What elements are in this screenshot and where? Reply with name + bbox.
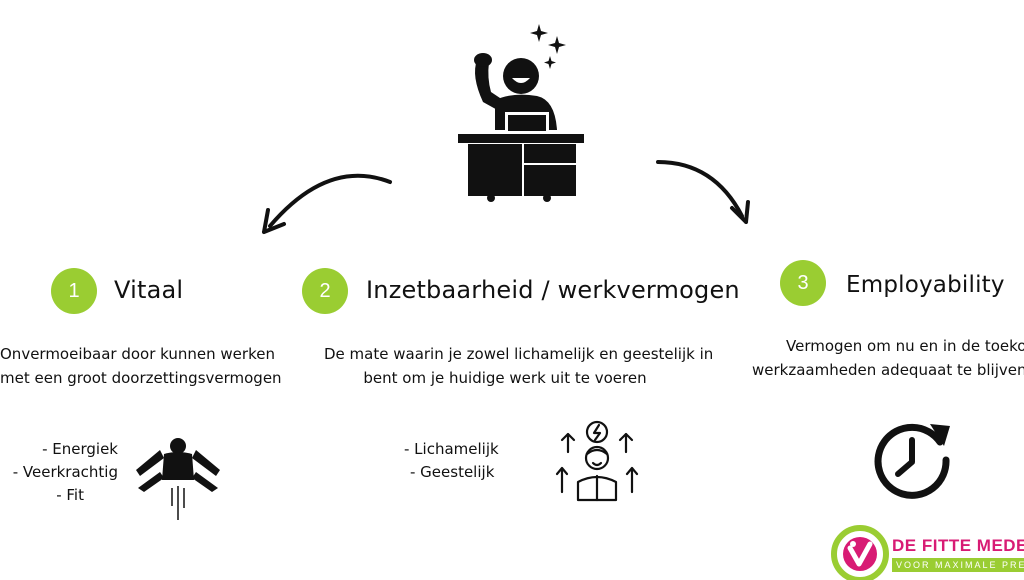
arrow-left-icon [262,173,392,234]
step-description-3-line1: Vermogen om nu en in de toekoms [786,337,1024,355]
list-item: - Lichamelijk [404,440,499,458]
bullet-list-vitaal: - Energiek - Veerkrachtig - Fit [0,438,118,507]
list-item: - Fit [56,486,84,504]
clock-refresh-icon [874,423,950,499]
list-item: - Geestelijk [410,463,495,481]
step-description-1-line2: met een groot doorzettingsvermogen [0,369,282,387]
step-number-2: 2 [302,268,348,314]
mental-physical-growth-icon [555,420,639,502]
logo-icon [831,525,889,580]
step-description-3-line2: werkzaamheden adequaat te blijven ver [752,361,1024,379]
step-description-2-line2: bent om je huidige werk uit te voeren [363,369,647,387]
step-number-3: 3 [780,260,826,306]
arrow-right-icon [656,160,750,224]
list-item: - Energiek [42,440,118,458]
bullet-list-inzetbaarheid: - Lichamelijk - Geestelijk [404,438,499,484]
step-number-1: 1 [51,268,97,314]
step-title-employability: Employability [846,272,1005,298]
jumping-person-icon [136,438,220,520]
person-at-desk-icon [458,24,584,202]
list-item: - Veerkrachtig [12,463,118,481]
step-description-2-line1: De mate waarin je zowel lichamelijk en g… [324,345,714,363]
step-title-inzetbaarheid: Inzetbaarheid / werkvermogen [366,276,740,304]
logo-tagline: VOOR MAXIMALE PRESTI [892,558,1024,572]
logo-name: DE FITTE MEDEWER [892,536,1024,555]
step-description-1-line1: Onvermoeibaar door kunnen werken [0,345,275,363]
step-title-vitaal: Vitaal [114,276,184,304]
